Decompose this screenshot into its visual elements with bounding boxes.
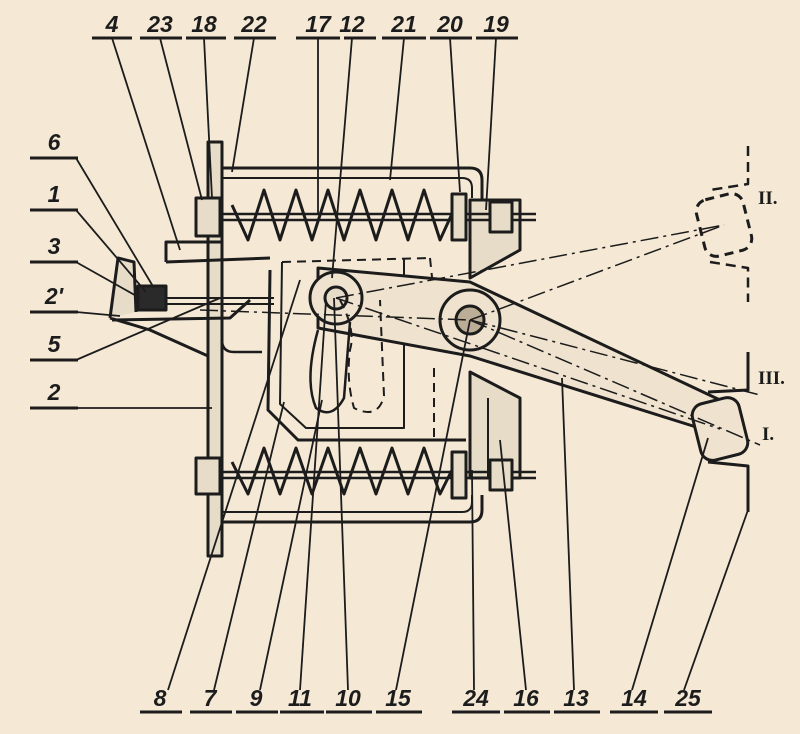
front-cap xyxy=(164,240,224,268)
lower-guide-stop xyxy=(707,352,750,512)
leader-22 xyxy=(231,37,255,173)
callout-4: 4 xyxy=(105,11,119,37)
roller-position-labels: II. III. I. xyxy=(758,188,785,445)
top-spring-washer xyxy=(450,192,468,242)
leader-11 xyxy=(299,299,327,691)
leader-14 xyxy=(631,437,709,691)
callout-2: 2 xyxy=(47,379,61,405)
label-position-I: I. xyxy=(762,424,774,445)
inner-cover-hidden-edge xyxy=(281,257,431,263)
roller-positions xyxy=(690,146,754,512)
front-cap-top xyxy=(165,256,271,264)
callout-20: 20 xyxy=(436,11,463,37)
leader-7 xyxy=(213,401,285,691)
travel-line-III xyxy=(469,319,761,396)
leader-9 xyxy=(259,399,323,691)
callout-18: 18 xyxy=(191,11,217,37)
callout-2prime: 2' xyxy=(44,283,65,309)
top-rod-head xyxy=(194,196,222,238)
bottom-rod-nut xyxy=(488,458,514,492)
callout-19: 19 xyxy=(483,11,509,37)
leader-4 xyxy=(111,37,181,251)
callout-16: 16 xyxy=(513,685,539,711)
roller-position-II xyxy=(694,192,754,258)
leader-12 xyxy=(331,37,353,279)
travel-line-II-lower xyxy=(469,224,725,321)
callout-9: 9 xyxy=(250,685,263,711)
inner-tray-outline xyxy=(266,269,466,442)
callout-6: 6 xyxy=(48,129,61,155)
callout-14: 14 xyxy=(621,685,647,711)
callouts-left: 6 1 3 2' 5 2 xyxy=(44,129,65,405)
callout-5: 5 xyxy=(48,331,62,357)
leader-5 xyxy=(75,297,221,361)
callout-24: 24 xyxy=(462,685,489,711)
label-position-II: II. xyxy=(758,188,778,209)
callout-22: 22 xyxy=(240,11,267,37)
top-spring-cover-inner xyxy=(222,177,473,198)
top-spring-cover xyxy=(222,166,484,200)
housing-frame xyxy=(206,140,522,558)
travel-line-I-lower xyxy=(469,319,761,446)
leader-18 xyxy=(203,37,213,199)
inner-tray-lining xyxy=(279,258,405,429)
upper-guide-stop xyxy=(709,146,750,302)
leader-6 xyxy=(75,157,155,289)
callout-10: 10 xyxy=(335,685,361,711)
callout-15: 15 xyxy=(385,685,412,711)
cam-hidden-path xyxy=(339,299,385,413)
leader-3 xyxy=(75,261,141,299)
callout-12: 12 xyxy=(339,11,365,37)
inner-housing xyxy=(109,257,466,442)
leader-19 xyxy=(485,37,497,211)
leader-21 xyxy=(389,37,405,181)
leader-8 xyxy=(167,279,301,691)
callout-8: 8 xyxy=(154,685,167,711)
friction-insert xyxy=(136,284,168,312)
leader-13 xyxy=(561,377,575,691)
leader-10 xyxy=(333,297,349,691)
left-mounting-plate xyxy=(206,140,224,558)
callout-underlines-left xyxy=(30,156,78,410)
callouts-top: 4 23 18 22 17 12 21 20 19 xyxy=(105,11,509,37)
leader-20 xyxy=(449,37,461,193)
callout-7: 7 xyxy=(204,685,218,711)
leader-25 xyxy=(683,509,749,691)
leader-2prime xyxy=(75,311,121,317)
callout-17: 17 xyxy=(305,11,332,37)
catch-base-line xyxy=(111,298,252,322)
inner-housing-left-wall xyxy=(220,320,262,354)
callout-1: 1 xyxy=(48,181,61,207)
base-flange xyxy=(109,316,209,358)
front-catch-block xyxy=(108,240,274,322)
callout-21: 21 xyxy=(390,11,417,37)
callout-23: 23 xyxy=(146,11,173,37)
callout-13: 13 xyxy=(563,685,589,711)
leader-16 xyxy=(499,439,527,691)
callout-25: 25 xyxy=(674,685,702,711)
callout-3: 3 xyxy=(48,233,61,259)
label-position-III: III. xyxy=(758,368,785,389)
top-spring-assembly xyxy=(194,188,536,242)
travel-line-I xyxy=(335,297,721,430)
top-compression-spring xyxy=(230,188,458,242)
bottom-spring-cover xyxy=(222,495,484,524)
leader-1 xyxy=(75,209,147,293)
bottom-spring-washer xyxy=(450,450,468,500)
travel-line-II-upper xyxy=(335,224,725,299)
leader-15 xyxy=(395,319,471,691)
bottom-rod-head xyxy=(194,456,222,496)
callouts-bottom: 8 7 9 11 10 15 24 16 13 14 25 xyxy=(154,685,702,711)
leader-23 xyxy=(159,37,203,201)
leader-24 xyxy=(471,469,475,691)
cam-link xyxy=(309,321,352,414)
callout-11: 11 xyxy=(288,685,312,711)
leader-lines xyxy=(75,37,749,691)
top-rod-nut xyxy=(488,200,514,234)
